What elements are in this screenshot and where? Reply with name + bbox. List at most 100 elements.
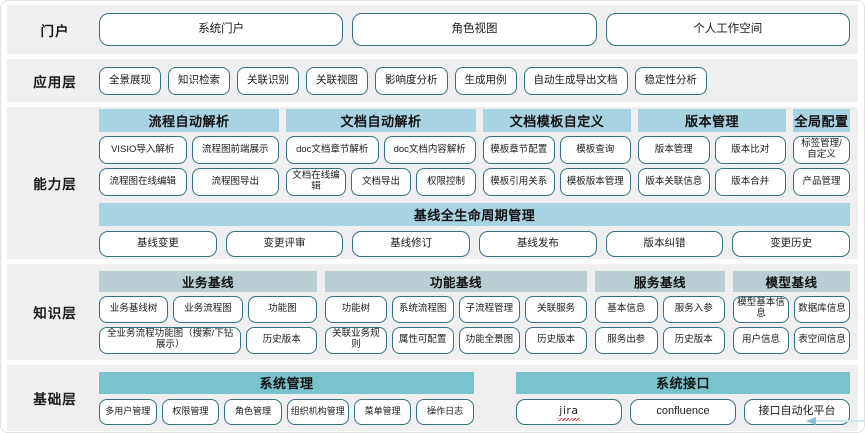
know-item-attribute-configurable[interactable]: 属性可配置 bbox=[391, 326, 454, 354]
portal-item-personal-workspace[interactable]: 个人工作空间 bbox=[605, 13, 850, 46]
layer-infrastructure: 基础层 系统管理 多用户管理 权限管理 角色管理 组织机构管理 菜单管理 操作日… bbox=[7, 365, 858, 431]
know-item-service-input-params[interactable]: 服务入参 bbox=[662, 295, 725, 323]
app-item-generate-usecase[interactable]: 生成用例 bbox=[454, 66, 517, 95]
know-item-user-info[interactable]: 用户信息 bbox=[733, 326, 789, 354]
know-item-service-output-params[interactable]: 服务出参 bbox=[595, 326, 658, 354]
infra-item-api-automation-platform[interactable]: 接口自动化平台 bbox=[744, 398, 850, 425]
app-item-stability-analysis[interactable]: 稳定性分析 bbox=[634, 66, 707, 95]
capability-group-version-mgmt: 版本管理 版本管理 版本比对 版本关联信息 版本合并 bbox=[638, 109, 786, 196]
cap-item-flowchart-export[interactable]: 流程图导出 bbox=[191, 168, 279, 196]
cap-item-template-query[interactable]: 模板查询 bbox=[559, 136, 631, 164]
knowledge-group-row: 模型基本信息 数据库信息 bbox=[733, 295, 850, 323]
know-item-model-basic-info[interactable]: 模型基本信息 bbox=[733, 295, 789, 323]
baseline-lifecycle-row: 基线变更 变更评审 基线修订 基线发布 版本纠错 变更历史 bbox=[99, 231, 851, 257]
capability-group-template-custom: 文档模板自定义 模板章节配置 模板查询 模板引用关系 模板版本管理 bbox=[483, 109, 631, 196]
layer-body-knowledge: 业务基线 业务基线树 业务流程图 功能图 全业务流程功能图（搜索/下钻展示） 历… bbox=[99, 270, 850, 354]
know-item-related-service[interactable]: 关联服务 bbox=[525, 295, 587, 323]
cap-item-template-version-mgmt[interactable]: 模板版本管理 bbox=[559, 168, 631, 196]
infra-item-operation-log[interactable]: 操作日志 bbox=[416, 398, 474, 425]
capability-group-global-config: 全局配置 标签管理/自定义 产品管理 bbox=[793, 109, 850, 196]
infra-item-multi-user-mgmt[interactable]: 多用户管理 bbox=[99, 398, 157, 425]
know-item-history-version[interactable]: 历史版本 bbox=[246, 326, 317, 354]
know-item-function-tree[interactable]: 功能树 bbox=[325, 295, 387, 323]
layer-knowledge: 知识层 业务基线 业务基线树 业务流程图 功能图 全业务流程功能图（搜索/下钻展… bbox=[7, 264, 858, 360]
infra-item-role-mgmt[interactable]: 角色管理 bbox=[224, 398, 282, 425]
layer-body-capability: 流程自动解析 VISIO导入解析 流程图前端展示 流程图在线编辑 流程图导出 文… bbox=[99, 109, 851, 257]
know-item-basic-info[interactable]: 基本信息 bbox=[595, 295, 658, 323]
know-item-database-info[interactable]: 数据库信息 bbox=[794, 295, 850, 323]
cap-item-permission-control[interactable]: 权限控制 bbox=[416, 168, 476, 196]
cap-item-version-relation-info[interactable]: 版本关联信息 bbox=[638, 168, 710, 196]
know-item-history-version[interactable]: 历史版本 bbox=[662, 326, 725, 354]
know-item-full-business-flow-function-map[interactable]: 全业务流程功能图（搜索/下钻展示） bbox=[99, 326, 242, 354]
baseline-item-change[interactable]: 基线变更 bbox=[99, 231, 217, 257]
cap-item-version-merge[interactable]: 版本合并 bbox=[714, 168, 786, 196]
cap-item-version-compare[interactable]: 版本比对 bbox=[714, 136, 786, 164]
infra-item-jira[interactable]: jira bbox=[516, 398, 622, 425]
know-item-business-flowchart[interactable]: 业务流程图 bbox=[173, 295, 243, 323]
know-item-tablespace-info[interactable]: 表空间信息 bbox=[794, 326, 850, 354]
app-item-impact-analysis[interactable]: 影响度分析 bbox=[375, 66, 448, 95]
app-item-relation-view[interactable]: 关联视图 bbox=[306, 66, 368, 95]
baseline-item-change-review[interactable]: 变更评审 bbox=[225, 231, 344, 257]
know-item-related-business-rule[interactable]: 关联业务规则 bbox=[325, 326, 387, 354]
infrastructure-group-title: 系统接口 bbox=[516, 371, 850, 394]
capability-group-row: 模板章节配置 模板查询 bbox=[483, 136, 631, 164]
know-item-function-map[interactable]: 功能图 bbox=[247, 295, 317, 323]
knowledge-groups: 业务基线 业务基线树 业务流程图 功能图 全业务流程功能图（搜索/下钻展示） 历… bbox=[99, 270, 850, 354]
cap-item-doc-online-edit[interactable]: 文档在线编辑 bbox=[286, 168, 346, 196]
know-item-business-baseline-tree[interactable]: 业务基线树 bbox=[99, 295, 169, 323]
cap-item-template-chapter-config[interactable]: 模板章节配置 bbox=[483, 136, 555, 164]
knowledge-group-title: 模型基线 bbox=[733, 270, 850, 292]
cap-item-flowchart-frontend-display[interactable]: 流程图前端展示 bbox=[191, 136, 279, 164]
application-items-row: 全景展现 知识检索 关联识别 关联视图 影响度分析 生成用例 自动生成导出文档 … bbox=[99, 66, 850, 95]
know-item-subprocess-mgmt[interactable]: 子流程管理 bbox=[458, 295, 521, 323]
portal-item-role-view[interactable]: 角色视图 bbox=[352, 13, 597, 46]
capability-group-title: 文档模板自定义 bbox=[483, 109, 631, 132]
baseline-item-revision[interactable]: 基线修订 bbox=[352, 231, 471, 257]
knowledge-group-row: 功能树 系统流程图 子流程管理 关联服务 bbox=[325, 295, 587, 323]
know-item-function-panorama[interactable]: 功能全景图 bbox=[458, 326, 521, 354]
knowledge-group-row: 业务基线树 业务流程图 功能图 bbox=[99, 295, 317, 323]
cap-item-product-mgmt[interactable]: 产品管理 bbox=[793, 168, 850, 196]
app-item-panorama[interactable]: 全景展现 bbox=[99, 66, 161, 95]
cap-item-doc-chapter-parse[interactable]: doc文档章节解析 bbox=[286, 136, 379, 164]
cap-item-version-mgmt[interactable]: 版本管理 bbox=[638, 136, 710, 164]
infrastructure-group-system-mgmt: 系统管理 多用户管理 权限管理 角色管理 组织机构管理 菜单管理 操作日志 bbox=[99, 371, 474, 425]
app-item-knowledge-search[interactable]: 知识检索 bbox=[168, 66, 230, 95]
capability-group-row: 版本管理 版本比对 bbox=[638, 136, 786, 164]
knowledge-group-title: 服务基线 bbox=[595, 270, 725, 292]
baseline-lifecycle-block: 基线全生命周期管理 基线变更 变更评审 基线修订 基线发布 版本纠错 变更历史 bbox=[99, 203, 851, 257]
baseline-item-release[interactable]: 基线发布 bbox=[479, 231, 597, 257]
baseline-lifecycle-title: 基线全生命周期管理 bbox=[99, 203, 850, 226]
baseline-item-version-correction[interactable]: 版本纠错 bbox=[605, 231, 724, 257]
portal-item-system-portal[interactable]: 系统门户 bbox=[99, 13, 344, 46]
layer-body-infrastructure: 系统管理 多用户管理 权限管理 角色管理 组织机构管理 菜单管理 操作日志 系统… bbox=[99, 371, 850, 425]
cap-item-template-reference[interactable]: 模板引用关系 bbox=[483, 168, 555, 196]
app-item-auto-export-doc[interactable]: 自动生成导出文档 bbox=[523, 66, 628, 95]
baseline-item-change-history[interactable]: 变更历史 bbox=[732, 231, 851, 257]
infrastructure-group-row: jira confluence 接口自动化平台 bbox=[516, 398, 850, 425]
knowledge-group-function-baseline: 功能基线 功能树 系统流程图 子流程管理 关联服务 关联业务规则 属性可配置 功… bbox=[325, 270, 587, 354]
infra-item-permission-mgmt[interactable]: 权限管理 bbox=[161, 398, 220, 425]
infrastructure-group-row: 多用户管理 权限管理 角色管理 组织机构管理 菜单管理 操作日志 bbox=[99, 398, 474, 425]
jira-label: jira bbox=[558, 404, 581, 422]
cap-item-doc-content-parse[interactable]: doc文档内容解析 bbox=[383, 136, 476, 164]
app-item-relation-recognition[interactable]: 关联识别 bbox=[237, 66, 299, 95]
knowledge-group-row: 服务出参 历史版本 bbox=[595, 326, 725, 354]
knowledge-group-row: 用户信息 表空间信息 bbox=[733, 326, 850, 354]
cap-item-visio-import-parse[interactable]: VISIO导入解析 bbox=[99, 136, 187, 164]
infra-item-org-structure-mgmt[interactable]: 组织机构管理 bbox=[286, 398, 349, 425]
know-item-system-flowchart[interactable]: 系统流程图 bbox=[391, 295, 454, 323]
know-item-history-version[interactable]: 历史版本 bbox=[525, 326, 587, 354]
layer-label-portal: 门户 bbox=[40, 23, 70, 39]
layer-label-infrastructure: 基础层 bbox=[33, 392, 77, 407]
infra-item-confluence[interactable]: confluence bbox=[630, 398, 736, 425]
knowledge-group-row: 关联业务规则 属性可配置 功能全景图 历史版本 bbox=[325, 326, 587, 354]
cap-item-tag-mgmt-custom[interactable]: 标签管理/自定义 bbox=[793, 136, 850, 164]
cap-item-doc-export[interactable]: 文档导出 bbox=[351, 168, 411, 196]
layer-body-application: 全景展现 知识检索 关联识别 关联视图 影响度分析 生成用例 自动生成导出文档 … bbox=[99, 66, 850, 95]
infra-item-menu-mgmt[interactable]: 菜单管理 bbox=[353, 398, 412, 425]
knowledge-group-title: 业务基线 bbox=[99, 270, 317, 292]
cap-item-flowchart-online-edit[interactable]: 流程图在线编辑 bbox=[99, 168, 187, 196]
